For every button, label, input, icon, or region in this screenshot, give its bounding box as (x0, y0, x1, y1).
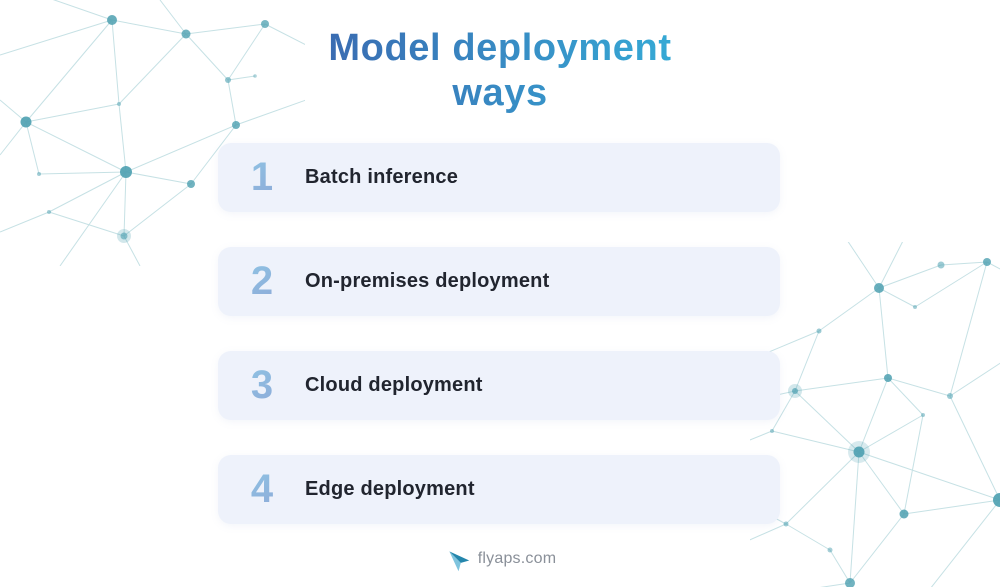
network-graph-bottom-right-decoration (750, 242, 1000, 587)
item-label: On-premises deployment (305, 270, 550, 292)
item-number: 1 (244, 143, 280, 212)
title-line-2: ways (452, 72, 548, 114)
item-number: 4 (244, 455, 280, 524)
brand-footer: flyaps.com (0, 546, 1000, 572)
item-label: Cloud deployment (305, 374, 483, 396)
item-label: Edge deployment (305, 478, 475, 500)
list-item-edge-deployment: 4 Edge deployment (218, 455, 780, 524)
deployment-ways-list: 1 Batch inference 2 On-premises deployme… (218, 143, 780, 559)
brand-text: flyaps.com (477, 550, 557, 567)
item-label: Batch inference (305, 166, 459, 188)
item-number: 3 (244, 351, 280, 420)
paper-plane-icon (449, 551, 470, 572)
title-line-1: Model deployment (328, 27, 672, 69)
list-item-batch-inference: 1 Batch inference (218, 143, 780, 212)
item-number: 2 (244, 247, 280, 316)
list-item-cloud-deployment: 3 Cloud deployment (218, 351, 780, 420)
list-item-on-premises-deployment: 2 On-premises deployment (218, 247, 780, 316)
